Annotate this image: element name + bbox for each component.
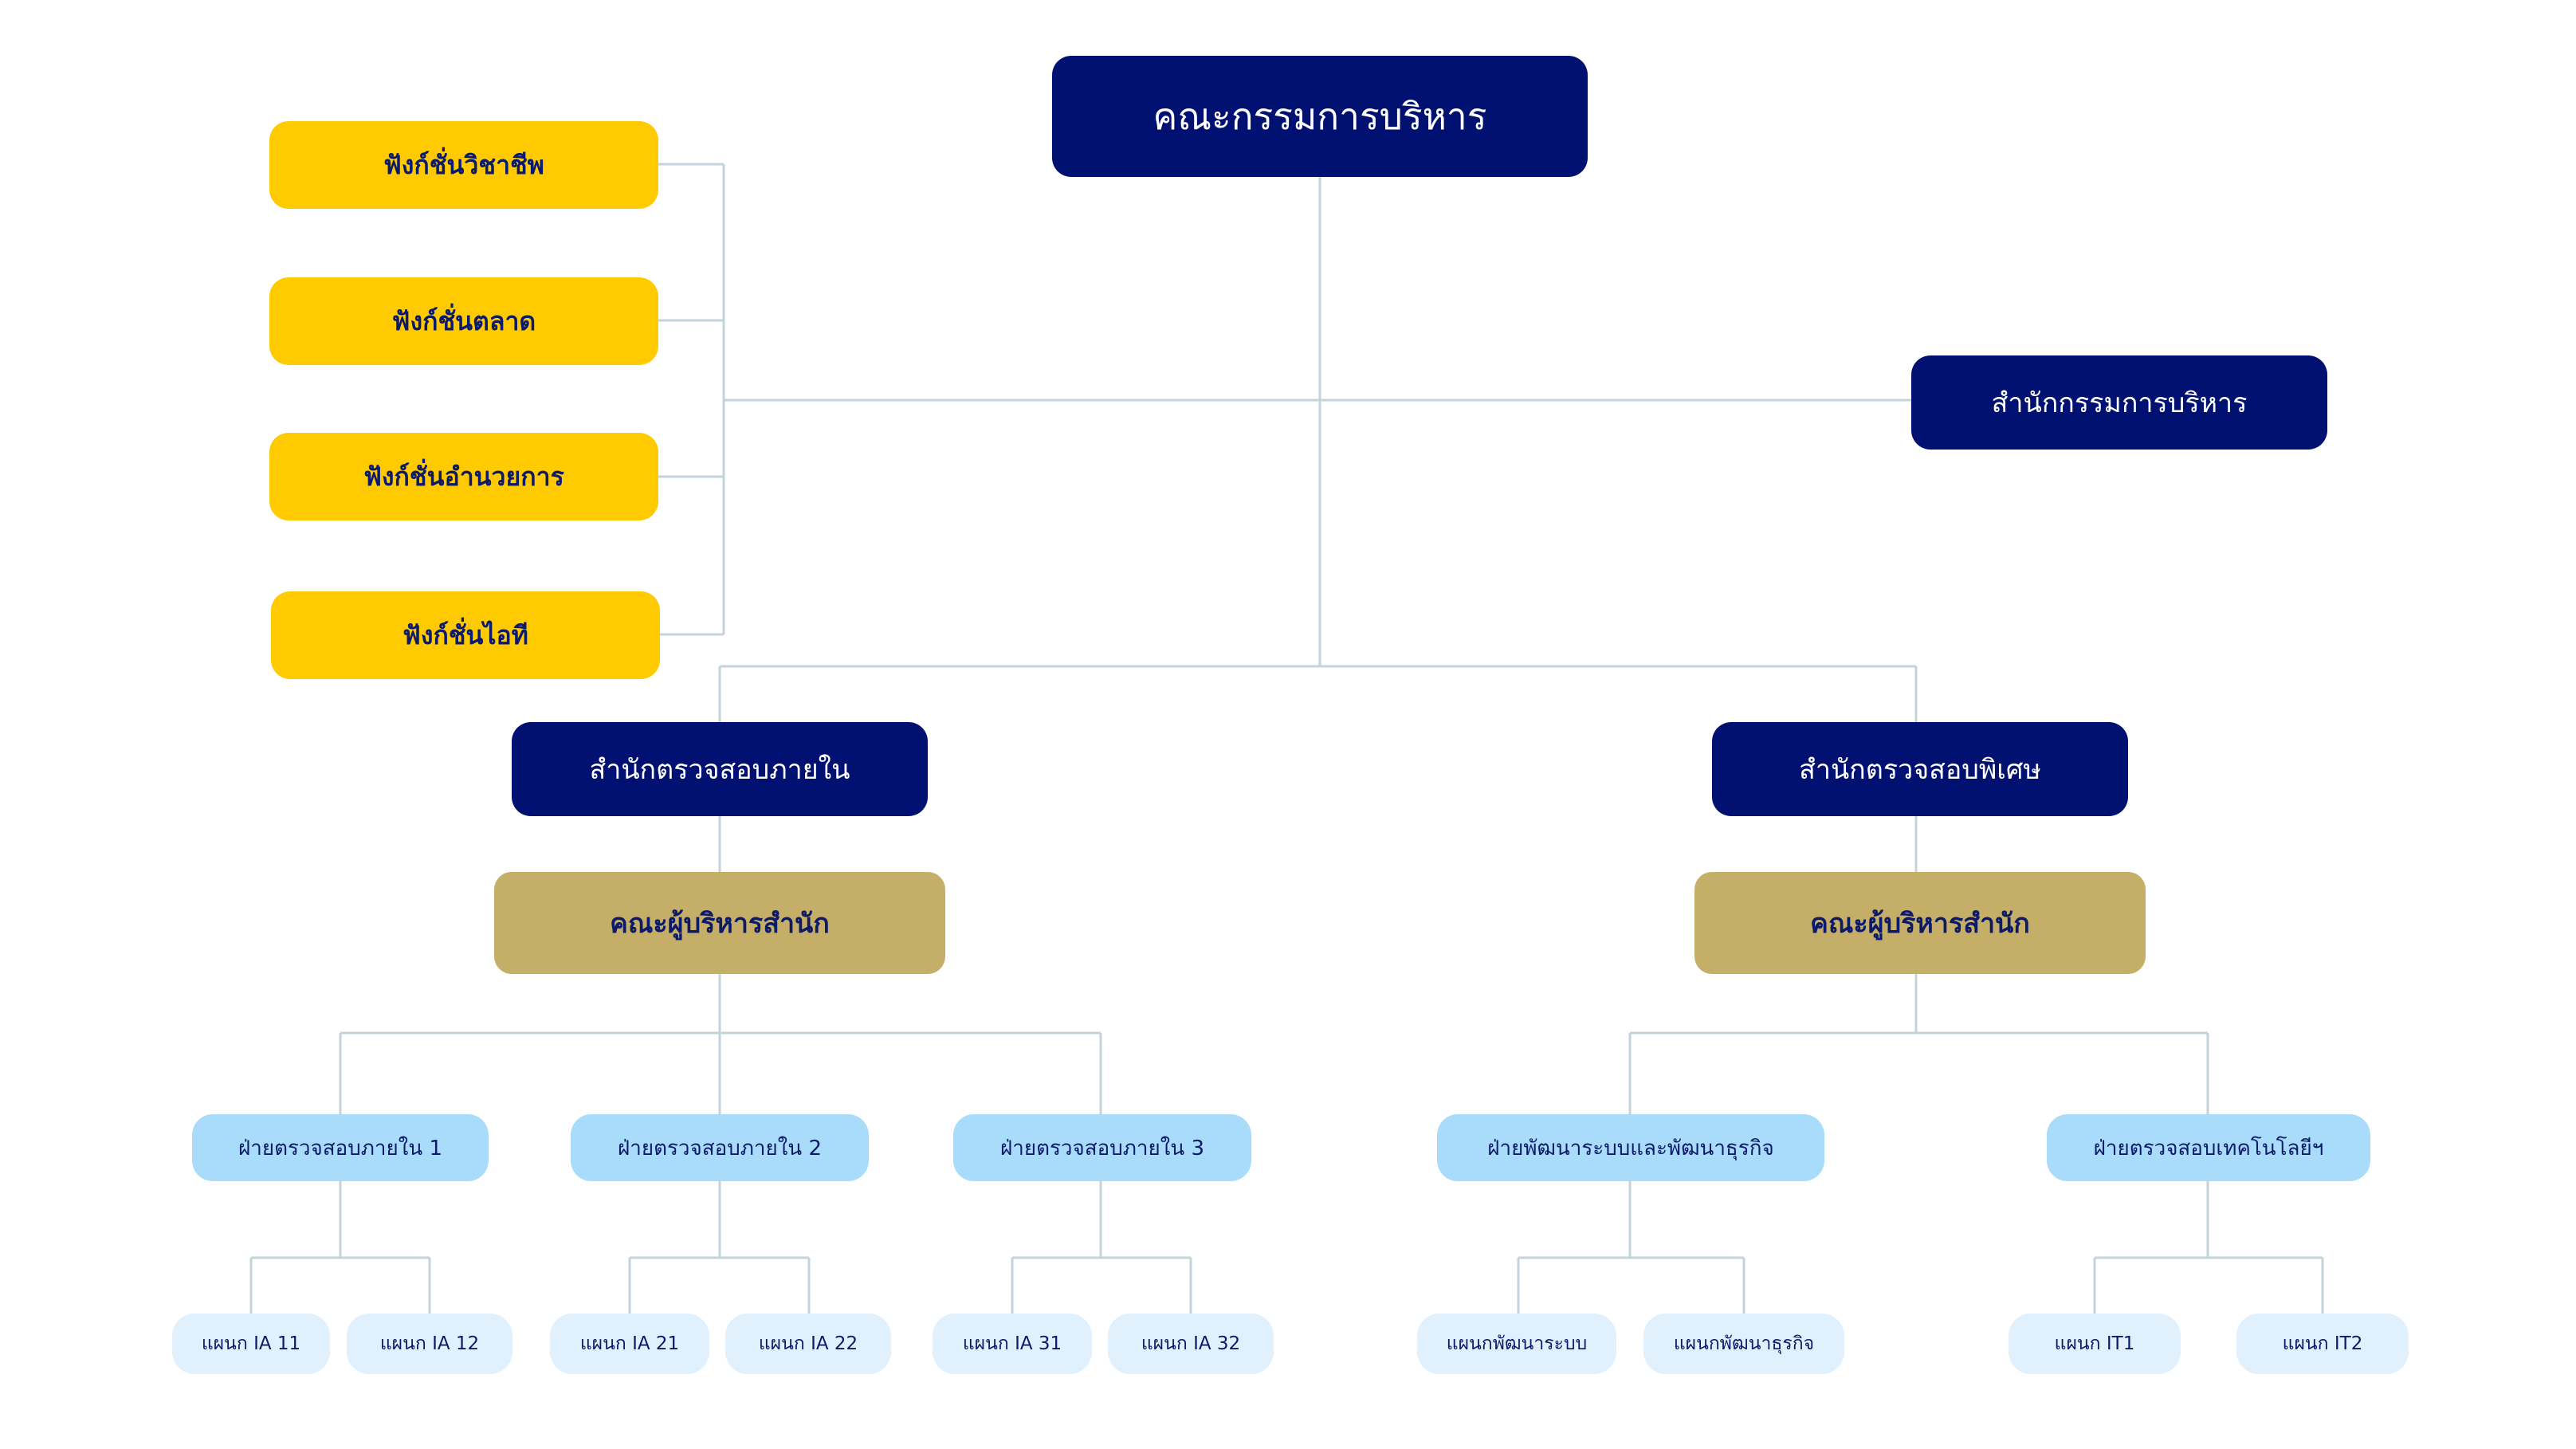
- division-label: ฝ่ายตรวจสอบภายใน 1: [238, 1136, 442, 1160]
- internal-audit-office-box: สำนักตรวจสอบภายใน: [512, 722, 928, 816]
- special-audit-office-box: สำนักตรวจสอบพิเศษ: [1712, 722, 2128, 816]
- function-label: ฟังก์ชั่นวิชาชีพ: [383, 149, 544, 180]
- division-box-internal-audit-2: ฝ่ายตรวจสอบภายใน 2: [571, 1114, 869, 1181]
- division-box-internal-audit-1: ฝ่ายตรวจสอบภายใน 1: [192, 1114, 489, 1181]
- management-label: คณะผู้บริหารสำนัก: [1810, 908, 2030, 940]
- board-office-box: สำนักกรรมการบริหาร: [1911, 355, 2327, 450]
- unit-label: แผนก IA 32: [1141, 1333, 1241, 1354]
- board-of-directors-box: คณะกรรมการบริหาร: [1052, 56, 1588, 177]
- division-box-technology-audit: ฝ่ายตรวจสอบเทคโนโลยีฯ: [2047, 1114, 2370, 1181]
- management-label: คณะผู้บริหารสำนัก: [610, 908, 830, 940]
- unit-label: แผนกพัฒนาธุรกิจ: [1673, 1333, 1815, 1354]
- unit-box-system-development: แผนกพัฒนาระบบ: [1417, 1314, 1616, 1374]
- unit-box-it2: แผนก IT2: [2236, 1314, 2409, 1374]
- unit-box-ia12: แผนก IA 12: [347, 1314, 512, 1374]
- function-label: ฟังก์ชั่นอำนวยการ: [363, 461, 564, 492]
- unit-label: แผนก IA 31: [962, 1333, 1062, 1354]
- unit-box-ia31: แผนก IA 31: [933, 1314, 1092, 1374]
- unit-label: แผนก IA 22: [758, 1333, 858, 1354]
- function-box-administration: ฟังก์ชั่นอำนวยการ: [269, 433, 658, 520]
- function-label: ฟังก์ชั่นไอที: [402, 619, 528, 650]
- unit-box-ia22: แผนก IA 22: [725, 1314, 891, 1374]
- division-label: ฝ่ายตรวจสอบภายใน 2: [618, 1136, 822, 1160]
- division-label: ฝ่ายพัฒนาระบบและพัฒนาธุรกิจ: [1487, 1136, 1774, 1160]
- office-label: สำนักตรวจสอบภายใน: [589, 754, 850, 786]
- internal-audit-management-box: คณะผู้บริหารสำนัก: [494, 872, 945, 974]
- office-label: สำนักตรวจสอบพิเศษ: [1799, 754, 2041, 786]
- unit-label: แผนกพัฒนาระบบ: [1446, 1333, 1588, 1354]
- unit-label: แผนก IT2: [2282, 1333, 2363, 1354]
- function-box-professional: ฟังก์ชั่นวิชาชีพ: [269, 121, 658, 209]
- division-label: ฝ่ายตรวจสอบเทคโนโลยีฯ: [2093, 1136, 2324, 1160]
- unit-box-ia11: แผนก IA 11: [172, 1314, 330, 1374]
- function-box-marketing: ฟังก์ชั่นตลาด: [269, 277, 658, 365]
- unit-label: แผนก IA 12: [379, 1333, 480, 1354]
- unit-box-business-development: แผนกพัฒนาธุรกิจ: [1643, 1314, 1844, 1374]
- function-box-it: ฟังก์ชั่นไอที: [271, 591, 660, 679]
- unit-box-ia32: แผนก IA 32: [1108, 1314, 1274, 1374]
- division-label: ฝ่ายตรวจสอบภายใน 3: [1000, 1136, 1204, 1160]
- board-label: คณะกรรมการบริหาร: [1153, 94, 1487, 138]
- unit-label: แผนก IT1: [2054, 1333, 2135, 1354]
- function-label: ฟังก์ชั่นตลาด: [391, 305, 536, 336]
- board-office-label: สำนักกรรมการบริหาร: [1991, 387, 2248, 419]
- division-box-internal-audit-3: ฝ่ายตรวจสอบภายใน 3: [953, 1114, 1251, 1181]
- unit-label: แผนก IA 11: [201, 1333, 301, 1354]
- special-audit-management-box: คณะผู้บริหารสำนัก: [1694, 872, 2146, 974]
- division-box-system-business-development: ฝ่ายพัฒนาระบบและพัฒนาธุรกิจ: [1437, 1114, 1824, 1181]
- unit-box-ia21: แผนก IA 21: [550, 1314, 709, 1374]
- unit-box-it1: แผนก IT1: [2009, 1314, 2181, 1374]
- unit-label: แผนก IA 21: [579, 1333, 680, 1354]
